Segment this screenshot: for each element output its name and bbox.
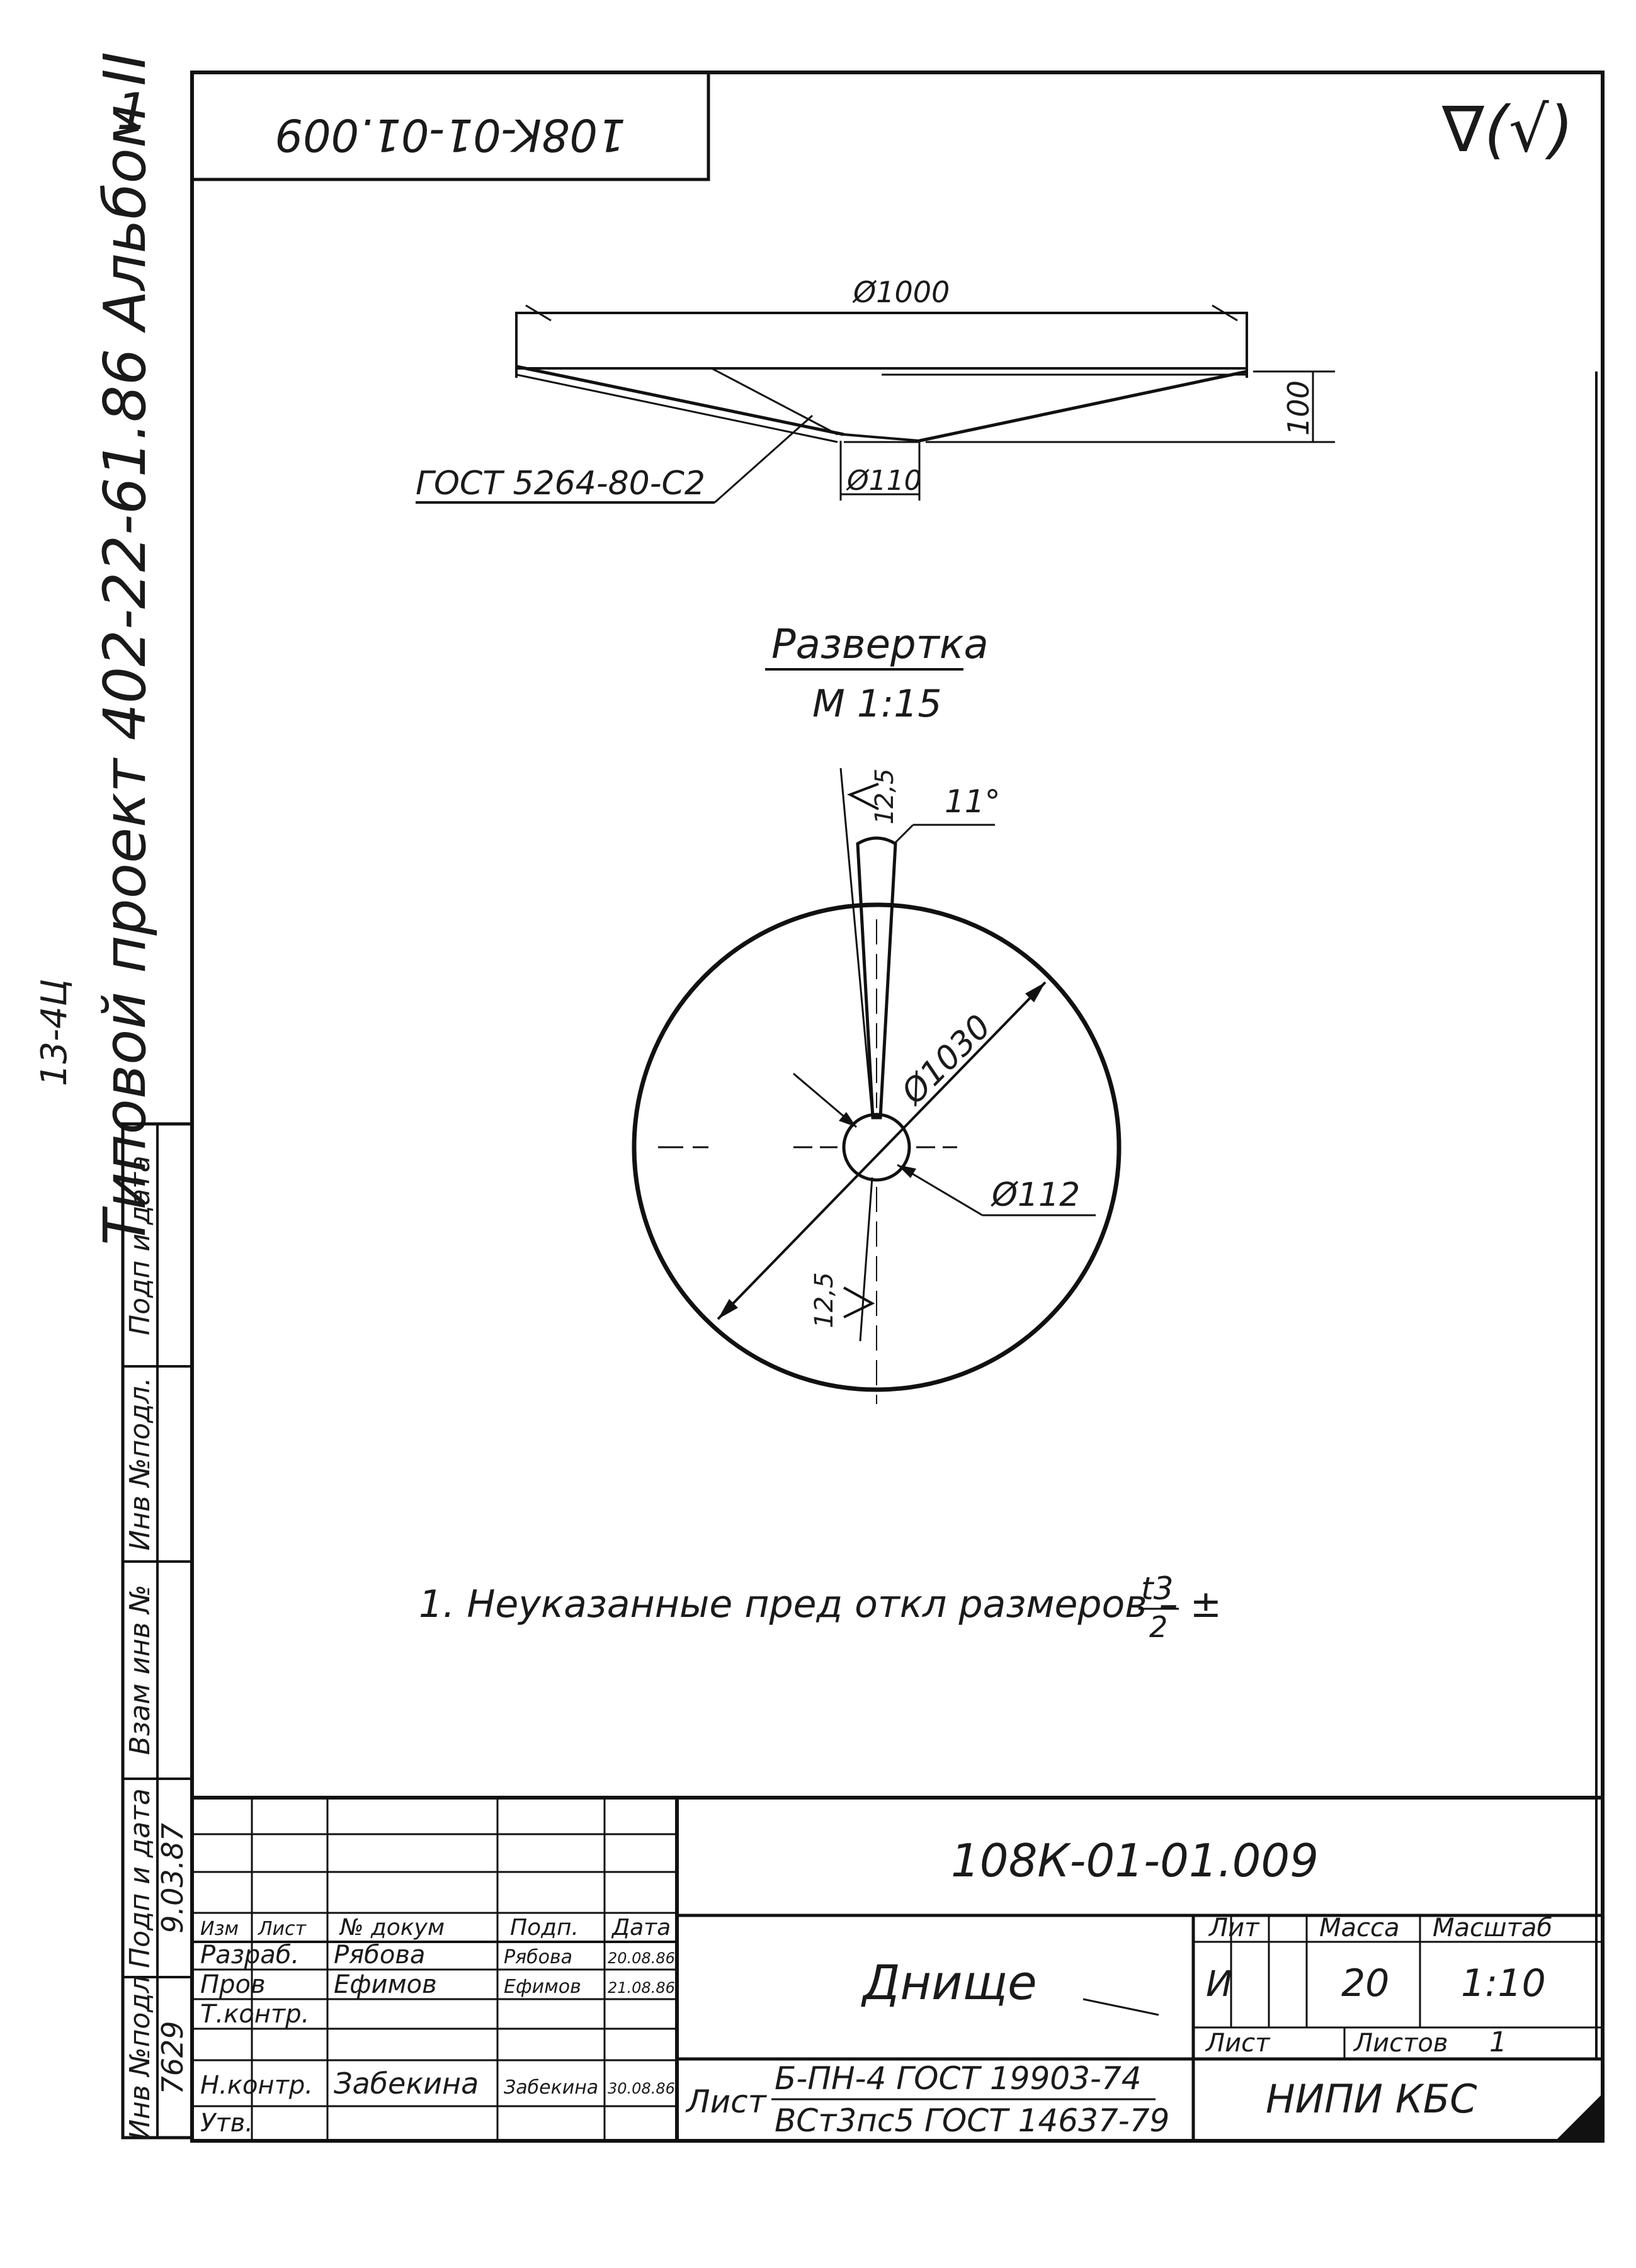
weld-standard-label: ГОСТ 5264-80-С2 — [416, 465, 705, 502]
row-name-developer: Рябова — [334, 1941, 425, 1970]
material-top: Б-ПН-4 ГОСТ 19903-74 — [775, 2060, 1142, 2097]
part-name: Днище — [861, 1954, 1037, 2010]
note-fraction-denominator: 2 — [1149, 1610, 1167, 1644]
header-list: Лист — [258, 1918, 307, 1940]
row-role-ncontrol: Н.контр. — [200, 2071, 313, 2100]
header-lit: Лит — [1208, 1914, 1260, 1942]
header-izm: Изм — [200, 1918, 239, 1940]
row-role-approved: Утв. — [200, 2109, 253, 2138]
row-sign-checker: Ефимов — [504, 1976, 581, 1998]
roughness-bottom-label: 12,5 — [810, 1272, 839, 1328]
archive-note: 13-4Ц — [34, 979, 75, 1087]
header-scale: Масштаб — [1433, 1914, 1552, 1942]
side-table — [121, 1122, 194, 2140]
development-title: Развертка — [771, 621, 989, 668]
angle-11-label: 11° — [945, 783, 1001, 820]
side-cell-inv-podl-1: Инв №подл. — [124, 1377, 156, 1551]
part-name-flourish — [1082, 1998, 1159, 2016]
drawing-frame — [190, 71, 1605, 2143]
side-value-sign-date: 9.03.87 — [156, 1823, 190, 1934]
header-sheets: Листов — [1353, 2029, 1448, 2058]
sheet-mark: 1 — [116, 82, 149, 141]
row-date-developer: 20.08.86 — [608, 1949, 675, 1967]
side-cell-sign-date-2: Подп и дата — [124, 1788, 156, 1968]
row-date-ncontrol: 30.08.86 — [608, 2080, 675, 2097]
scale-value: 1:10 — [1461, 1961, 1546, 2005]
note-fraction-numerator: t3 — [1141, 1570, 1173, 1607]
designation: 108К-01-01.009 — [951, 1834, 1319, 1887]
side-value-inv-number: 7629 — [156, 2021, 190, 2094]
development-scale: М 1:15 — [812, 682, 942, 726]
header-date: Дата — [611, 1915, 671, 1941]
dim-height-100: 100 — [1281, 380, 1315, 436]
project-title-vertical: Типовой проект 402-22-61.86 Альбом II — [91, 52, 159, 1245]
roughness-symbol: ∇(√) — [1441, 93, 1574, 166]
dim-dia-112: Ø112 — [991, 1176, 1080, 1214]
row-name-checker: Ефимов — [334, 1970, 437, 1999]
roughness-top-label: 12,5 — [870, 768, 899, 824]
sheets-value: 1 — [1489, 2026, 1507, 2058]
dim-dia-1000: Ø1000 — [852, 275, 950, 309]
header-sign: Подп. — [510, 1915, 579, 1941]
row-role-checker: Пров — [200, 1970, 266, 1999]
top-stamp-box — [190, 71, 710, 181]
side-cell-sign-date-1: Подп и дата — [124, 1155, 156, 1335]
mass-value: 20 — [1341, 1961, 1389, 2005]
lit-value: И — [1206, 1964, 1232, 2005]
row-sign-ncontrol: Забекина — [504, 2077, 598, 2099]
mirrored-code-stamp: 108K-01-01.009 — [275, 109, 626, 161]
dim-dia-1030: Ø1030 — [894, 1008, 998, 1113]
row-name-ncontrol: Забекина — [334, 2067, 479, 2101]
profile-view — [416, 304, 1335, 504]
header-doc: № докум — [339, 1915, 445, 1941]
title-block-grid — [192, 1796, 1603, 2141]
material-label: Лист — [685, 2084, 768, 2120]
material-bottom: ВСт3пс5 ГОСТ 14637-79 — [775, 2102, 1169, 2139]
note-tolerance: 1. Неуказанные пред откл размеров – ± — [419, 1582, 1222, 1626]
dim-dia-110: Ø110 — [846, 465, 922, 497]
development-drawing — [632, 768, 1122, 1404]
side-cell-inv-podl-2: Инв №подл — [124, 1975, 156, 2140]
organization: НИПИ КБС — [1266, 2076, 1477, 2122]
header-mass: Масса — [1319, 1914, 1400, 1942]
side-cell-vzam-inv: Взам инв № — [124, 1585, 156, 1755]
row-role-tcontrol: Т.контр. — [200, 2000, 309, 2029]
row-date-checker: 21.08.86 — [608, 1979, 675, 1997]
header-sheet: Лист — [1205, 2029, 1271, 2058]
row-sign-developer: Рябова — [504, 1946, 572, 1968]
row-role-developer: Разраб. — [200, 1941, 299, 1970]
